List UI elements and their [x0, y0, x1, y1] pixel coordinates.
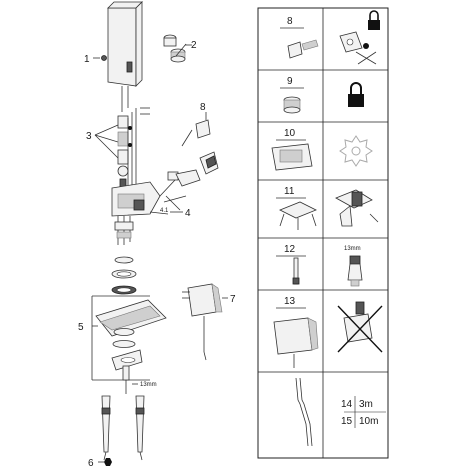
mounting-rings — [111, 256, 137, 295]
row-11: 11 — [276, 186, 379, 230]
row-cable-lengths: 14 3m 15 10m — [295, 377, 386, 447]
row-13-number: 13 — [284, 296, 296, 307]
row-11-number: 11 — [284, 186, 295, 197]
callout-7: 7 — [230, 294, 236, 305]
row-8: 8 — [280, 16, 377, 65]
callout-13mm: 13mm — [140, 382, 157, 388]
callout-2: 2 — [191, 40, 197, 51]
callout-4-1: 4.1 — [160, 208, 169, 214]
callout-6: 6 — [88, 458, 94, 469]
part-5-mounting-kit — [91, 295, 167, 381]
part-1-screw — [93, 55, 107, 61]
cable-14-label: 14 — [341, 399, 353, 410]
row-12-number: 12 — [284, 244, 296, 255]
row-8-number: 8 — [287, 16, 293, 27]
part-6-nut — [98, 458, 112, 466]
faucet-assembly — [107, 1, 143, 112]
part-8-sensor-bracket — [181, 112, 211, 147]
cable-15-label: 15 — [341, 416, 353, 427]
callout-8: 8 — [200, 102, 206, 113]
callout-5: 5 — [78, 322, 84, 333]
part-4-solenoid-valve — [111, 151, 219, 245]
gear-icon — [339, 135, 373, 167]
callout-1: 1 — [84, 54, 90, 65]
parts-table — [257, 7, 389, 459]
row-9: 9 — [280, 76, 304, 114]
callout-4: 4 — [185, 208, 191, 219]
row-10: 10 — [271, 128, 313, 171]
part-2-aerator — [163, 34, 192, 63]
not-allowed-icon — [337, 305, 383, 353]
row-12-size: 13mm — [344, 246, 361, 252]
cable-15-length: 10m — [359, 416, 378, 427]
padlock-icon — [368, 10, 380, 30]
padlock-icon — [348, 82, 364, 107]
supply-hose-pair — [101, 380, 145, 461]
row-10-number: 10 — [284, 128, 296, 139]
part-7-power-adapter — [182, 283, 228, 361]
row-12: 12 13mm — [276, 244, 363, 287]
cable-14-length: 3m — [359, 399, 373, 410]
callout-3: 3 — [86, 131, 92, 142]
row-9-number: 9 — [287, 76, 293, 87]
